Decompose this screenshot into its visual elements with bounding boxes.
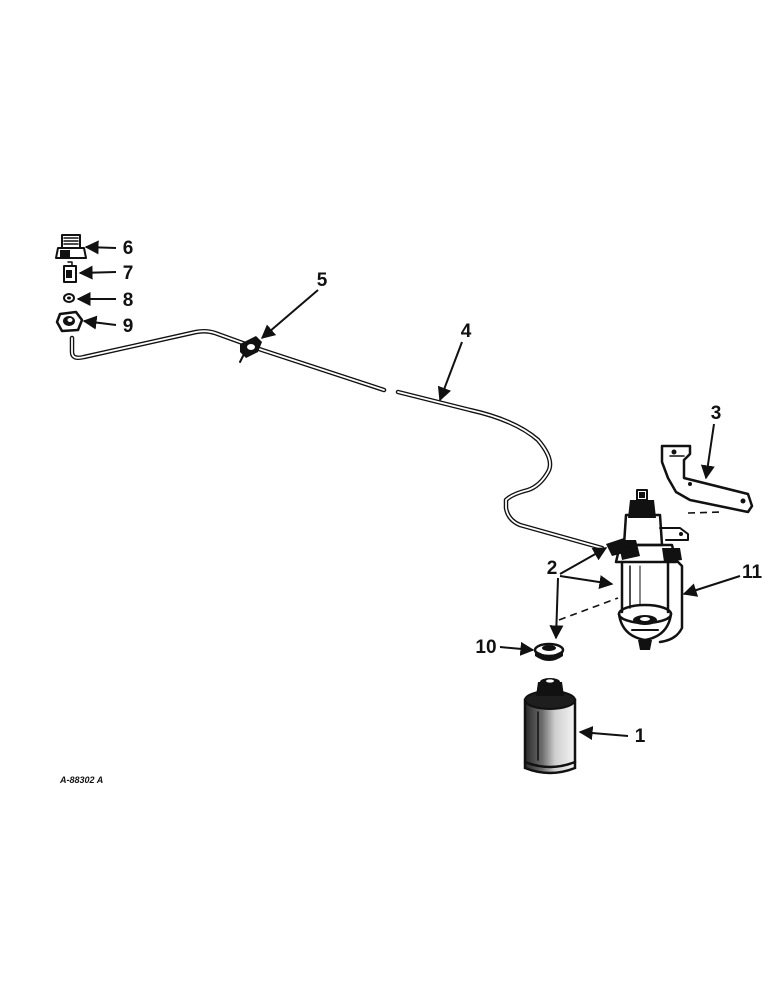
callout-6: 6: [123, 238, 134, 259]
callout-10: 10: [475, 637, 496, 658]
tube-line-right: [395, 389, 605, 551]
washer-part-8: [63, 293, 75, 303]
callout-9: 9: [123, 316, 134, 337]
callout-5: 5: [317, 270, 328, 291]
callout-1: 1: [635, 726, 646, 747]
tube-clip-part-5: [239, 336, 262, 363]
reference-code: A-88302 A: [59, 775, 103, 785]
callout-3: 3: [711, 403, 722, 424]
callout-11: 11: [742, 562, 763, 583]
hose-fitting-part-6: [55, 234, 87, 259]
filter-assembly-part-11: [606, 489, 689, 650]
callout-7: 7: [123, 263, 134, 284]
assembly-guide-lines: [558, 511, 723, 621]
filter-element-part-1: [523, 678, 577, 775]
leader-arrows: [76, 240, 741, 741]
mounting-bracket-part-3: [660, 444, 754, 514]
elbow-connector-part-7: [63, 261, 77, 283]
callout-4: 4: [461, 321, 472, 342]
nut-part-9: [55, 310, 84, 333]
gasket-part-10: [533, 642, 565, 661]
callout-2: 2: [547, 558, 558, 579]
tube-line-left: [69, 328, 387, 393]
callout-8: 8: [123, 290, 134, 311]
